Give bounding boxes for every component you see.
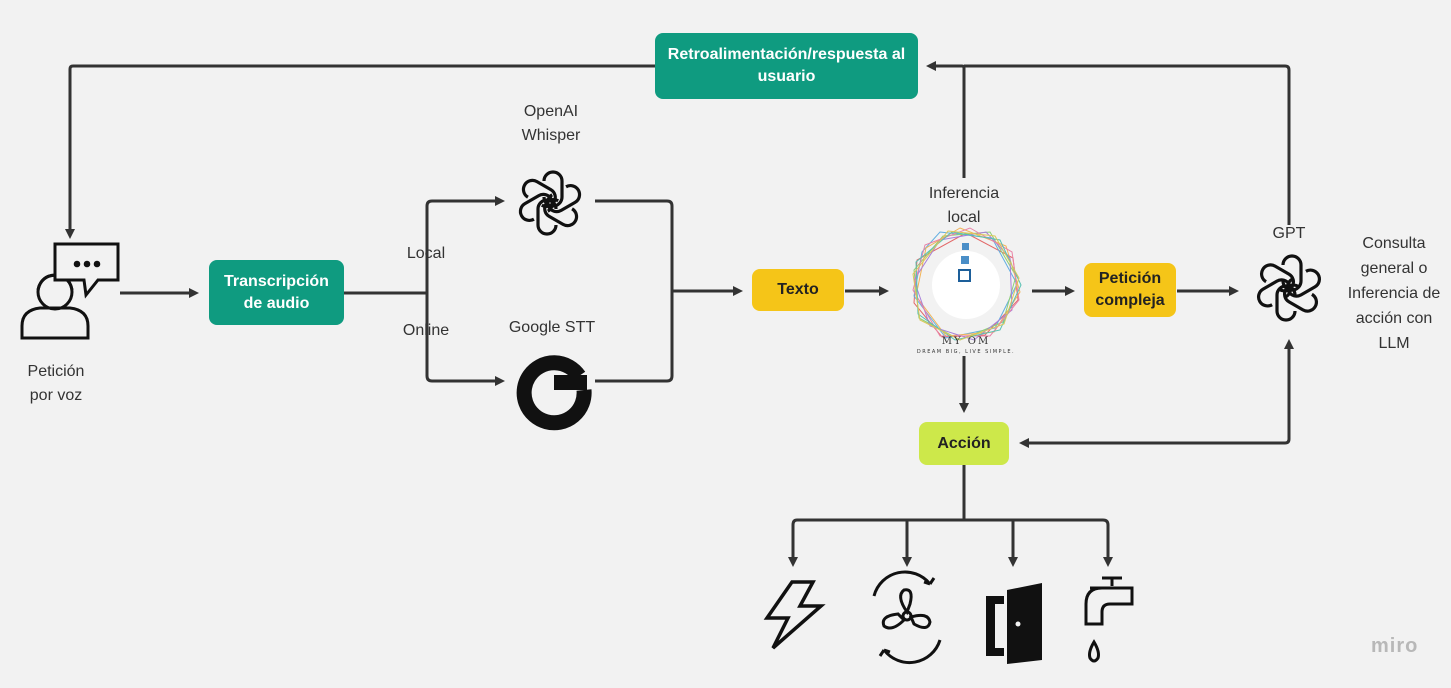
lightning-icon <box>763 580 826 650</box>
transcription-node: Transcripción de audio <box>209 260 344 325</box>
inferencia-local-label: Inferencia local <box>928 185 1000 226</box>
consulta-label: Consulta general o Inferencia de acción … <box>1347 235 1441 352</box>
openai-whisper-label: OpenAI Whisper <box>521 103 581 144</box>
edge-whisper-merge <box>595 199 674 293</box>
google-icon <box>516 355 592 431</box>
myom-logo: MY OM DREAM BIG, LIVE SIMPLE. <box>912 227 1022 355</box>
peticion-compleja-node: Petición compleja <box>1084 263 1176 317</box>
online-label: Online <box>402 322 450 339</box>
feedback-node: Retroalimentación/respuesta al usuario <box>655 33 918 99</box>
door-icon <box>986 583 1042 664</box>
peticion-voz-label: Petición por voz <box>27 363 85 404</box>
fan-icon <box>872 570 942 665</box>
user-speech-icon <box>20 242 120 340</box>
edge-google-merge <box>595 293 674 383</box>
edge-feedback-to-user <box>65 64 655 239</box>
edge-to-lightning <box>788 518 798 567</box>
miro-watermark: miro <box>1371 635 1419 657</box>
accion-node: Acción <box>919 422 1009 465</box>
local-label: Local <box>406 245 446 262</box>
gpt-label: GPT <box>1272 225 1306 242</box>
openai-icon <box>515 170 585 236</box>
svg-text:MY OM: MY OM <box>942 336 990 347</box>
svg-text:DREAM BIG, LIVE SIMPLE.: DREAM BIG, LIVE SIMPLE. <box>917 349 1015 355</box>
texto-node: Texto <box>752 269 844 311</box>
edge-gpt-to-feedback <box>964 64 1291 225</box>
edge-accion-gpt <box>1024 339 1294 445</box>
edge-to-whisper <box>425 196 505 293</box>
edge-device-bus <box>797 518 1110 526</box>
google-stt-label: Google STT <box>508 319 596 336</box>
gpt-icon <box>1253 254 1325 322</box>
edge-to-google <box>425 293 505 386</box>
edge-myom-to-feedback <box>926 61 966 178</box>
faucet-icon <box>1084 576 1134 663</box>
